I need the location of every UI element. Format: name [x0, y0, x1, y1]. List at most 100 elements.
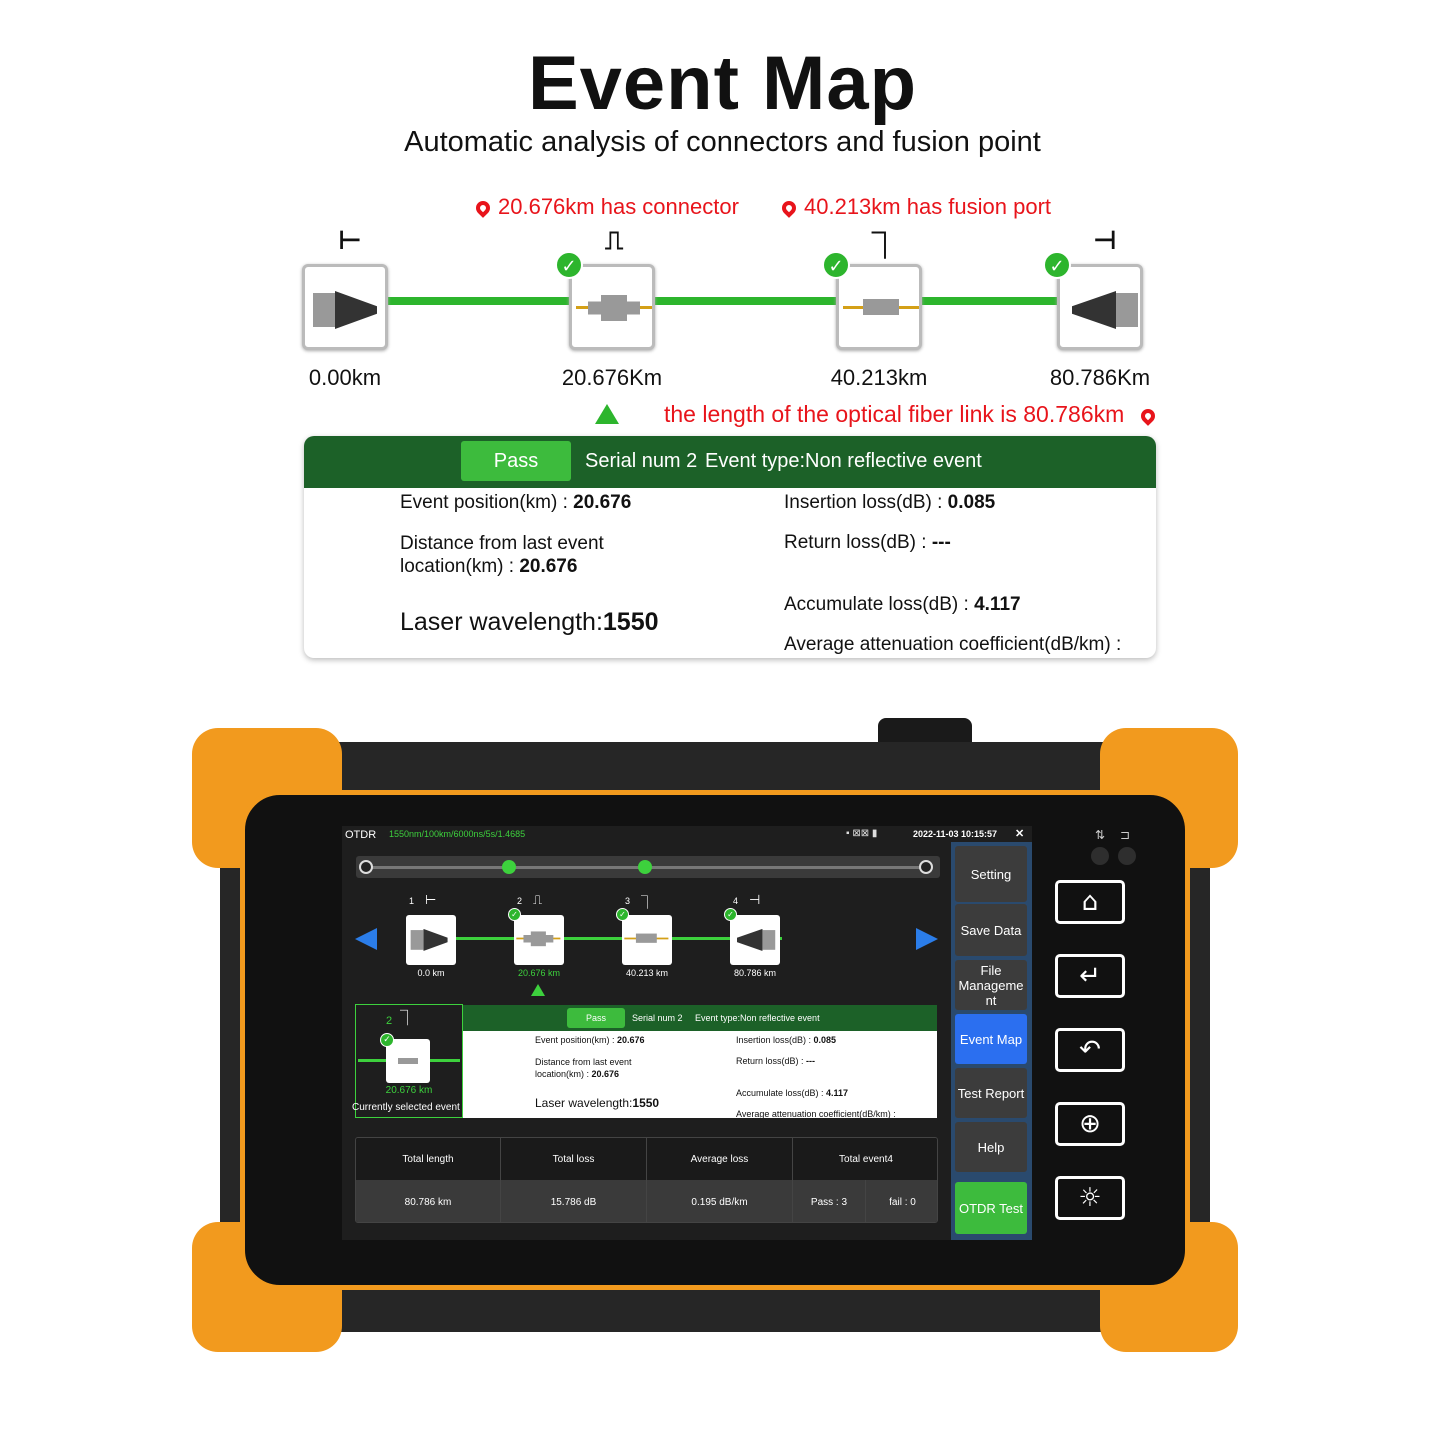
avg-attenuation: Average attenuation coefficient(dB/km) :: [736, 1109, 896, 1118]
screen-event-box[interactable]: [622, 915, 672, 965]
device-screen: OTDR 1550nm/100km/6000ns/5s/1.4685 ▪ ⊠⊠ …: [342, 826, 1032, 1240]
slider-node[interactable]: [638, 860, 652, 874]
menu-help[interactable]: Help: [955, 1122, 1027, 1172]
fusion-glyph-icon: ⏋: [872, 232, 899, 262]
location-pin-icon: [1137, 406, 1158, 426]
event-position: Event position(km) : 20.676: [400, 492, 632, 513]
avg-attenuation: Average attenuation coefficient(dB/km) :: [784, 634, 1122, 655]
test-params: 1550nm/100km/6000ns/5s/1.4685: [389, 829, 526, 839]
event-num: 3: [625, 896, 631, 906]
back-button[interactable]: ↶: [1055, 1028, 1125, 1072]
zoom-icon: ⊕: [1079, 1109, 1101, 1139]
event-box-fusion: [836, 264, 922, 350]
mode-label: OTDR: [345, 829, 377, 841]
accumulate-loss: Accumulate loss(dB) : 4.117: [784, 594, 1021, 615]
screen-fiber-line: [432, 937, 782, 940]
menu-test-report[interactable]: Test Report: [955, 1068, 1027, 1118]
menu-otdr-test[interactable]: OTDR Test: [955, 1182, 1027, 1234]
light-button[interactable]: ☼: [1055, 1176, 1125, 1220]
fusion-glyph-icon: ⏋: [641, 895, 655, 910]
page-title: Event Map: [527, 41, 918, 126]
insertion-loss: Insertion loss(dB) : 0.085: [736, 1035, 837, 1045]
fail-count: fail : 0: [889, 1196, 916, 1208]
enter-icon: ↵: [1079, 961, 1101, 991]
check-icon: ✓: [508, 908, 521, 921]
event-km-label: 20.676Km: [561, 365, 663, 390]
menu-event-map[interactable]: Event Map: [955, 1014, 1027, 1064]
laser-wavelength: Laser wavelength:1550: [400, 608, 659, 636]
slider-node[interactable]: [502, 860, 516, 874]
check-icon: ✓: [616, 908, 629, 921]
event-type: Event type:Non reflective event: [705, 450, 982, 472]
datetime: 2022-11-03 10:15:57: [913, 829, 998, 839]
header-total-loss: Total loss: [501, 1138, 647, 1180]
screen-event-box[interactable]: [730, 915, 780, 965]
connector-glyph-icon: ⎍: [605, 226, 624, 256]
accumulate-loss: Accumulate loss(dB) : 4.117: [736, 1088, 849, 1098]
check-icon: ✓: [380, 1033, 394, 1047]
summary-table: Total length Total loss Average loss Tot…: [355, 1137, 938, 1223]
screen-event-box[interactable]: [406, 915, 456, 965]
event-box-end: [1057, 264, 1143, 350]
selected-marker-icon: [595, 404, 619, 424]
page-subtitle: Automatic analysis of connectors and fus…: [404, 126, 1041, 158]
screen-event-card: Pass Serial num 2 Event type:Non reflect…: [463, 1005, 937, 1118]
screen-event-box[interactable]: [514, 915, 564, 965]
total-length-value: 80.786 km: [356, 1180, 501, 1222]
event-slider-track[interactable]: [356, 856, 940, 878]
pass-badge: Pass: [567, 1008, 625, 1028]
fusion-annotation: 40.213km has fusion port: [779, 194, 1051, 220]
event-box-connector: [569, 264, 655, 350]
table-header-row: Total length Total loss Average loss Tot…: [356, 1138, 937, 1180]
menu-file-manageme-nt[interactable]: File Manageme nt: [955, 960, 1027, 1010]
signal-icon: ⇅: [1095, 828, 1106, 842]
home-icon: ⌂: [1081, 887, 1099, 917]
pass-badge: Pass: [461, 441, 571, 481]
menu-setting[interactable]: Setting: [955, 846, 1027, 902]
screen-event-km: 80.786 km: [733, 968, 777, 978]
zoom-button[interactable]: ⊕: [1055, 1102, 1125, 1146]
return-loss: Return loss(dB) : ---: [736, 1056, 816, 1066]
event-box-start: [302, 264, 388, 350]
pass-count: Pass : 3: [793, 1180, 866, 1222]
event-detail-card: Pass Serial num 2 Event type:Non reflect…: [304, 436, 1156, 658]
slider-node[interactable]: [919, 860, 933, 874]
splice-icon: [386, 1039, 430, 1083]
total-loss-value: 15.786 dB: [501, 1180, 647, 1222]
serial-num: Serial num 2: [585, 450, 698, 472]
home-button[interactable]: ⌂: [1055, 880, 1125, 924]
check-icon: ✓: [555, 251, 583, 279]
event-km-label: 40.213km: [830, 365, 928, 390]
close-icon[interactable]: ✕: [1015, 828, 1025, 840]
insertion-loss: Insertion loss(dB) : 0.085: [784, 492, 996, 513]
screen-event-km: 0.0 km: [417, 968, 445, 978]
event-num: 4: [733, 896, 739, 906]
enter-button[interactable]: ↵: [1055, 954, 1125, 998]
header-average-loss: Average loss: [647, 1138, 793, 1180]
card-header: Pass Serial num 2 Event type:Non reflect…: [304, 436, 1156, 488]
link-length-annotation: the length of the optical fiber link is …: [664, 401, 1163, 428]
check-icon: ✓: [1043, 251, 1071, 279]
indicator-led: [1091, 847, 1109, 865]
header-total-event: Total event4: [839, 1153, 893, 1165]
event-num: 2: [517, 896, 523, 906]
battery-icon: ⊐: [1120, 828, 1131, 842]
location-pin-icon: [473, 198, 493, 219]
prev-arrow-icon[interactable]: [355, 928, 377, 950]
slider-node[interactable]: [359, 860, 373, 874]
menu-save-data[interactable]: Save Data: [955, 904, 1027, 956]
fiber-line: [345, 297, 1105, 305]
end-glyph-icon: ⊣: [749, 892, 761, 907]
light-icon: ☼: [1078, 1183, 1102, 1213]
connector-annotation: 20.676km has connector: [473, 194, 739, 220]
serial-num: Serial num 2: [632, 1013, 683, 1023]
start-glyph-icon: ⊢: [338, 226, 362, 256]
event-position: Event position(km) : 20.676: [535, 1035, 645, 1045]
fusion-glyph-icon: ⏋: [400, 1010, 416, 1027]
event-km-label: 80.786Km: [1049, 365, 1151, 390]
check-icon: ✓: [724, 908, 737, 921]
connector-glyph-icon: ⎍: [533, 892, 543, 907]
next-arrow-icon[interactable]: [916, 928, 938, 950]
selected-caption: Currently selected event: [352, 1102, 460, 1113]
